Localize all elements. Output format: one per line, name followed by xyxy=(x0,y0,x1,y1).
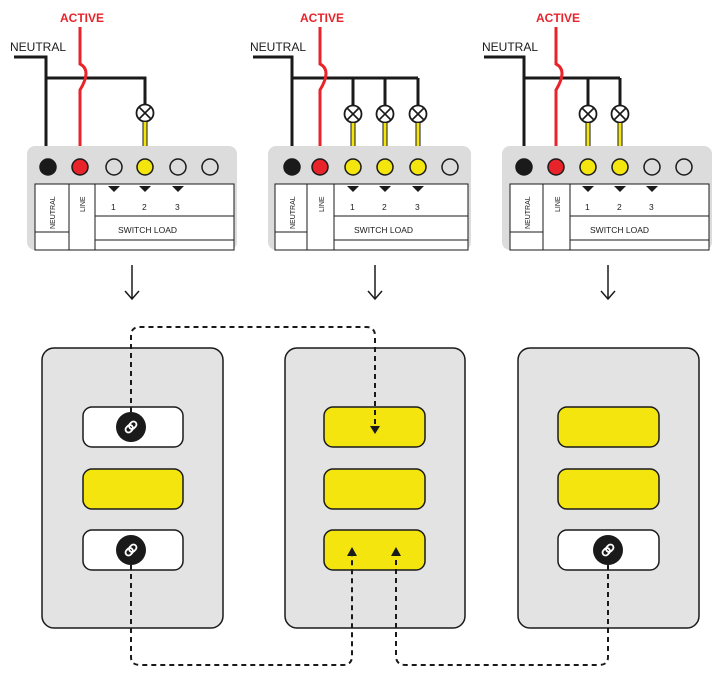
neutral-label: NEUTRAL xyxy=(250,40,306,54)
active-label: ACTIVE xyxy=(300,11,344,25)
terminal-3 xyxy=(409,158,427,176)
lamp-icon xyxy=(135,103,155,123)
module-2: 1 2 3 SWITCH LOAD NEUTRAL LINE ACTIVE NE… xyxy=(250,11,471,251)
terminal-neutral xyxy=(39,158,57,176)
terminal-line xyxy=(547,158,565,176)
switch-load-label: SWITCH LOAD xyxy=(590,225,649,235)
arrowhead-icon xyxy=(347,547,357,556)
terminal-line-label: LINE xyxy=(555,196,562,212)
neutral-label: NEUTRAL xyxy=(10,40,66,54)
module-1: 1 2 3 SWITCH LOAD NEUTRAL LINE ACTIVE NE… xyxy=(10,11,237,251)
terminal-1 xyxy=(105,158,123,176)
neutral-wire xyxy=(253,55,294,160)
terminal-line-label: LINE xyxy=(319,196,326,212)
wall-switch-2 xyxy=(284,347,466,629)
switch-load-label: SWITCH LOAD xyxy=(354,225,413,235)
chain-link-icon xyxy=(593,535,623,565)
neutral-wire xyxy=(484,55,526,160)
load-button-middle[interactable] xyxy=(82,468,184,510)
active-label: ACTIVE xyxy=(60,11,104,25)
terminal-4 xyxy=(441,158,459,176)
link-paths xyxy=(130,326,609,666)
chain-link-icon xyxy=(116,412,146,442)
active-wire xyxy=(554,27,564,160)
chain-link-icon xyxy=(116,535,146,565)
arrowhead-icon xyxy=(370,426,380,434)
module-3: 1 2 3 SWITCH LOAD NEUTRAL LINE ACTIVE NE… xyxy=(482,11,712,251)
terminal-neutral-label: NEUTRAL xyxy=(290,196,297,229)
terminal-neutral xyxy=(515,158,533,176)
channel-3-label: 3 xyxy=(175,202,180,212)
terminal-1 xyxy=(344,158,362,176)
terminal-3 xyxy=(169,158,187,176)
terminal-2 xyxy=(136,158,154,176)
link-path-bottom-left xyxy=(130,556,353,666)
active-wire xyxy=(318,27,328,160)
terminal-1 xyxy=(579,158,597,176)
channel-3-label: 3 xyxy=(649,202,654,212)
terminal-2 xyxy=(611,158,629,176)
lamp-icon xyxy=(610,104,630,124)
neutral-bus xyxy=(46,76,147,104)
link-path-top xyxy=(130,326,376,428)
load-button-top[interactable] xyxy=(557,406,660,448)
lamp-icon xyxy=(408,104,428,124)
terminal-neutral-label: NEUTRAL xyxy=(525,196,532,229)
terminal-neutral xyxy=(283,158,301,176)
load-button-middle[interactable] xyxy=(557,468,660,510)
load-button-bottom[interactable] xyxy=(323,529,426,571)
arrowhead-icon xyxy=(391,547,401,556)
terminal-label-panel xyxy=(34,183,235,251)
load-button-middle[interactable] xyxy=(323,468,426,510)
channel-3-label: 3 xyxy=(415,202,420,212)
switch-load-label: SWITCH LOAD xyxy=(118,225,177,235)
active-wire xyxy=(78,27,88,160)
terminal-3 xyxy=(643,158,661,176)
terminal-line xyxy=(71,158,89,176)
down-arrow-icon xyxy=(367,265,383,301)
active-label: ACTIVE xyxy=(536,11,580,25)
lamp-icon xyxy=(578,104,598,124)
terminal-line xyxy=(311,158,329,176)
terminal-neutral-label: NEUTRAL xyxy=(50,196,57,229)
channel-1-label: 1 xyxy=(585,202,590,212)
link-path-bottom-right xyxy=(395,556,609,666)
lamp-icon xyxy=(343,104,363,124)
terminal-line-label: LINE xyxy=(80,196,87,212)
wall-switch-1 xyxy=(41,347,224,629)
down-arrow-icon xyxy=(124,265,140,301)
terminal-4 xyxy=(675,158,693,176)
neutral-label: NEUTRAL xyxy=(482,40,538,54)
channel-2-label: 2 xyxy=(617,202,622,212)
down-arrow-icon xyxy=(600,265,616,301)
neutral-bus xyxy=(292,76,420,106)
neutral-bus xyxy=(524,76,622,106)
wall-switch-3 xyxy=(517,347,700,629)
channel-2-label: 2 xyxy=(382,202,387,212)
terminal-2 xyxy=(376,158,394,176)
neutral-wire xyxy=(14,55,48,160)
channel-1-label: 1 xyxy=(111,202,116,212)
channel-1-label: 1 xyxy=(350,202,355,212)
terminal-4 xyxy=(201,158,219,176)
lamp-icon xyxy=(375,104,395,124)
channel-2-label: 2 xyxy=(142,202,147,212)
